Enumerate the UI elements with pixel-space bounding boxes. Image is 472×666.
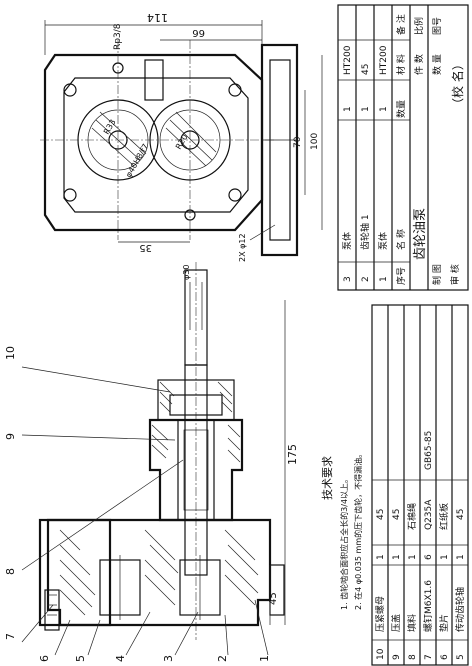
bot-row5-no: 5 bbox=[456, 654, 466, 660]
bot-row7-name: 螺钉M6X1.6 bbox=[423, 580, 434, 632]
balloon-3: 3 bbox=[162, 655, 175, 662]
top-row1-qty: 1 bbox=[379, 106, 389, 112]
top-row3-name: 泵体 bbox=[341, 232, 353, 250]
dim-2x: 2X φ12 bbox=[238, 233, 247, 262]
bot-row7-no: 7 bbox=[424, 654, 434, 660]
assembly-title: 齿轮油泵 bbox=[413, 208, 428, 260]
bot-row7-note: GB65-85 bbox=[424, 431, 434, 470]
bot-row5-mat: 45 bbox=[456, 509, 466, 520]
label-drawn: 制 图 bbox=[431, 264, 443, 285]
top-row2-no: 2 bbox=[361, 276, 371, 282]
balloon-4: 4 bbox=[114, 655, 127, 662]
section-view: φ30 175 45 bbox=[38, 262, 299, 640]
tech-req-line2: 2. 在4 φ0.035 mm的压下齿轮，不得漏油。 bbox=[353, 450, 363, 610]
bot-row6-qty: 1 bbox=[440, 554, 450, 560]
label-qty: 数 量 bbox=[431, 54, 443, 75]
bot-row10-no: 10 bbox=[376, 648, 386, 660]
top-row1-name: 泵体 bbox=[377, 232, 389, 250]
balloon-1: 1 bbox=[258, 655, 271, 662]
top-row3-qty: 1 bbox=[343, 106, 353, 112]
bot-row9-name: 压盖 bbox=[390, 614, 402, 632]
dim-rp: Rp3/8 bbox=[113, 23, 123, 50]
balloon-5: 5 bbox=[74, 655, 87, 662]
bot-row8-mat: 石棉绳 bbox=[406, 503, 418, 530]
bot-row6-name: 垫片 bbox=[438, 614, 450, 632]
bot-row9-no: 9 bbox=[392, 654, 402, 660]
parts-list-bottom: 10 压紧螺母 1 45 9 压盖 1 45 8 填料 1 石棉绳 7 螺钉M6… bbox=[371, 304, 469, 666]
dim-100: 100 bbox=[310, 133, 320, 150]
hdr-no: 序号 bbox=[395, 267, 407, 285]
label-sheet: 图号 bbox=[432, 17, 443, 35]
bot-row5-name: 传动齿轮轴 bbox=[454, 587, 466, 632]
bot-row8-name: 填料 bbox=[406, 614, 418, 632]
bot-row5-qty: 1 bbox=[456, 554, 466, 560]
top-row1-no: 1 bbox=[379, 276, 389, 282]
bot-row7-mat: Q235A bbox=[424, 499, 434, 530]
bot-row10-name: 压紧螺母 bbox=[375, 596, 386, 632]
balloon-9: 9 bbox=[4, 433, 17, 440]
bot-row8-qty: 1 bbox=[408, 554, 418, 560]
hdr-material: 材 料 bbox=[395, 54, 407, 75]
bot-row7-qty: 6 bbox=[424, 554, 434, 560]
dim-45: 45 bbox=[268, 592, 279, 605]
bot-row8-no: 8 bbox=[408, 654, 418, 660]
balloon-10: 10 bbox=[4, 346, 17, 360]
balloon-2: 2 bbox=[216, 655, 229, 662]
dim-175: 175 bbox=[286, 444, 299, 465]
hdr-qty: 数量 bbox=[395, 100, 407, 118]
balloon-7: 7 bbox=[4, 633, 17, 640]
hdr-note: 备 注 bbox=[395, 14, 407, 35]
dim-r-top: R33 bbox=[102, 118, 118, 136]
label-weight: 件 数 bbox=[413, 54, 425, 75]
tech-req-title: 技术要求 bbox=[321, 456, 334, 500]
top-row2-qty: 1 bbox=[361, 106, 371, 112]
dim-top-phi: φ30 bbox=[182, 265, 191, 280]
bot-row10-qty: 1 bbox=[376, 554, 386, 560]
balloon-8: 8 bbox=[4, 568, 17, 575]
top-row2-name: 齿轮轴 1 bbox=[359, 214, 371, 250]
bot-row10-mat: 45 bbox=[376, 509, 386, 520]
bot-row9-mat: 45 bbox=[392, 509, 402, 520]
top-row3-mat: HT200 bbox=[343, 45, 353, 75]
parts-list-top: 3 泵体 1 HT200 2 齿轮轴 1 1 45 1 泵体 1 HT200 序… bbox=[337, 4, 469, 291]
bot-row9-qty: 1 bbox=[392, 554, 402, 560]
dim-114: 114 bbox=[147, 11, 168, 24]
bot-row6-no: 6 bbox=[440, 654, 450, 660]
label-scale: 比例 bbox=[413, 17, 425, 35]
top-end-view: 114 66 Rp3/8 R33 R20 φ40H8/f7 70 100 35 … bbox=[40, 11, 323, 262]
top-row3-no: 3 bbox=[343, 276, 353, 282]
dim-66: 66 bbox=[192, 27, 205, 38]
label-check: 审 核 bbox=[449, 264, 461, 285]
balloon-6: 6 bbox=[38, 655, 51, 662]
bot-row6-mat: 红纸板 bbox=[438, 503, 450, 530]
top-row1-mat: HT200 bbox=[379, 45, 389, 75]
top-row2-mat: 45 bbox=[361, 64, 371, 75]
hdr-name: 名 称 bbox=[395, 229, 407, 250]
school-name: （校 名） bbox=[450, 58, 465, 110]
balloon-numbers: 10 9 8 7 6 5 4 3 2 1 bbox=[4, 346, 271, 662]
technical-requirements: 技术要求 1. 齿轮啮合面积应占全长的3/4以上。 2. 在4 φ0.035 m… bbox=[321, 450, 363, 610]
dim-35: 35 bbox=[139, 242, 152, 253]
balloon-leaders bbox=[21, 366, 269, 656]
dim-70: 70 bbox=[293, 136, 303, 148]
tech-req-line1: 1. 齿轮啮合面积应占全长的3/4以上。 bbox=[339, 475, 349, 610]
